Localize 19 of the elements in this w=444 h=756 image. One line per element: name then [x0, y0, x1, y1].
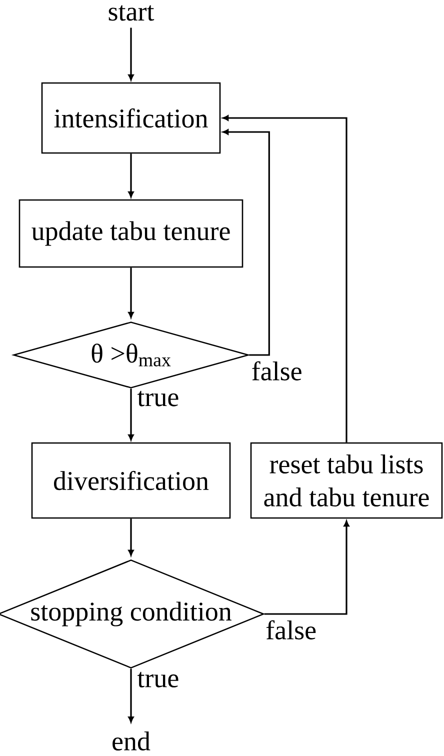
arrow	[128, 268, 134, 318]
arrow	[128, 668, 134, 722]
edge-label: false	[252, 361, 302, 380]
arrow	[222, 129, 270, 356]
arrow	[128, 28, 134, 80]
process-box: diversification	[31, 442, 231, 519]
edge-label: true	[137, 672, 178, 688]
arrow	[128, 388, 134, 440]
arrow	[264, 520, 350, 615]
edge-label: false	[266, 620, 316, 640]
terminal-label: start	[108, 5, 154, 21]
arrow	[128, 154, 134, 198]
arrow	[128, 518, 134, 556]
process-box: intensification	[41, 82, 221, 154]
process-box: reset tabu lists and tabu tenure	[250, 442, 443, 519]
arrow	[222, 115, 348, 442]
terminal-label: end	[112, 731, 150, 750]
edge-label: true	[137, 390, 178, 406]
process-box: update tabu tenure	[18, 199, 244, 268]
